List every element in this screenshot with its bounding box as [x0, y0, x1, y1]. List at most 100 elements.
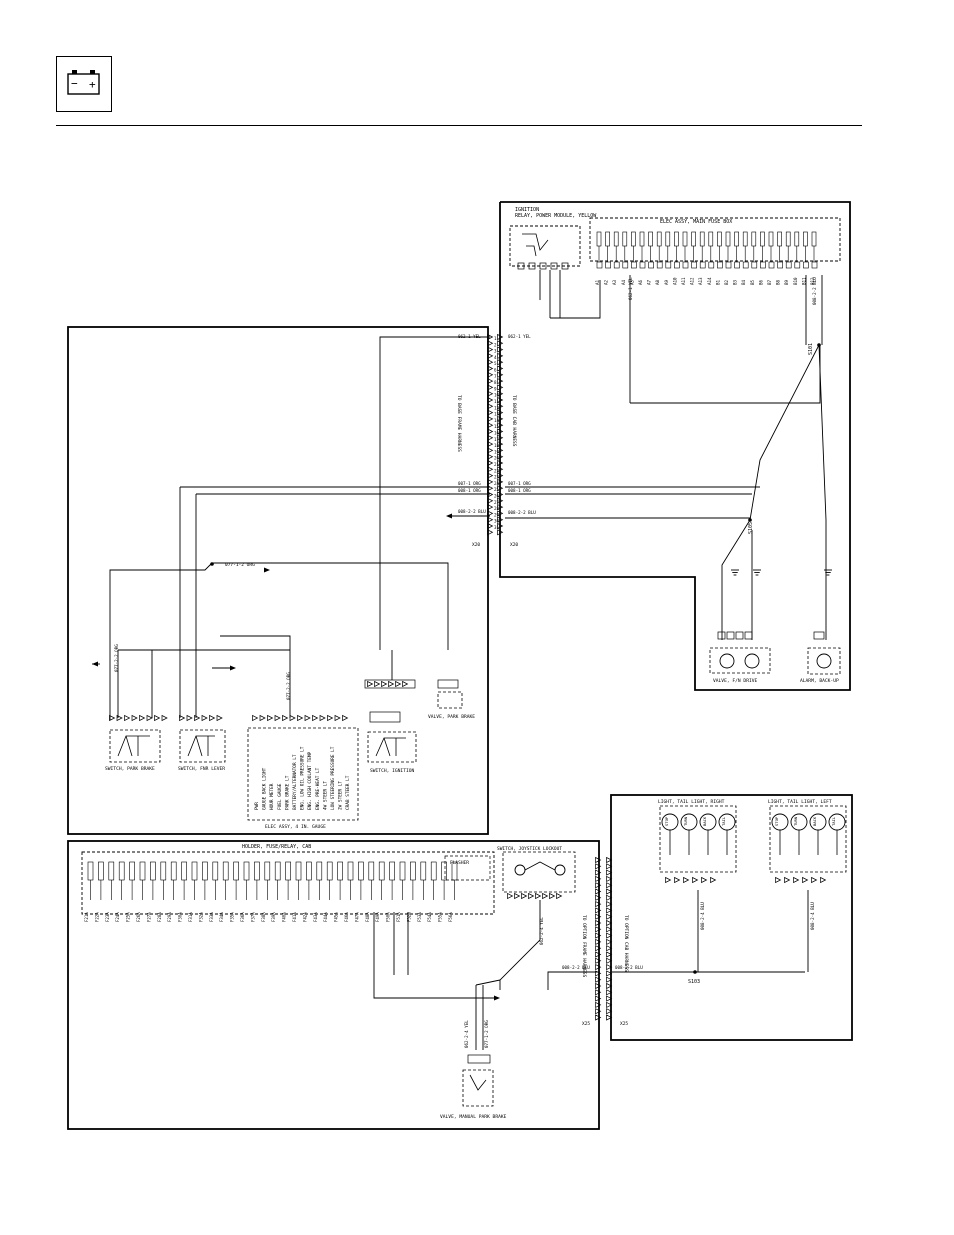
joystick-lockout-icon: [554, 864, 566, 876]
x20-cab-side-pin: [497, 522, 504, 530]
fuse-terminal: [656, 261, 663, 269]
park-brake-switch-pin: [154, 714, 161, 722]
fuse-terminal: [613, 261, 620, 269]
fuse-element: [751, 231, 757, 247]
wire: [475, 979, 501, 986]
x20-cab-side-pin: [497, 428, 504, 435]
relay-power-module-title: RELAY, POWER MODULE, YELLOW: [515, 213, 597, 219]
cab-fuse-terminal-label: F36A: [240, 912, 245, 922]
valve-fn-drive-label: VALVE, F/N DRIVE: [713, 678, 757, 684]
gauge-connector-pin: [312, 714, 319, 722]
joystick-connector-pin: [549, 892, 556, 900]
fnr-switch-pin: [201, 714, 208, 722]
fuse-terminal-label: A2: [604, 279, 609, 285]
x20-pin-number: 5: [494, 361, 497, 366]
park-brake-switch-pin: [131, 714, 138, 722]
wire-label: 077-2-2 ORG: [286, 672, 291, 700]
x20-frame-side-pin: [487, 409, 494, 416]
relay-terminal: [561, 262, 569, 270]
fuse-terminal-label: B8: [776, 279, 781, 285]
x20-cab-side-pin: [497, 371, 504, 378]
x25-label-right: X25: [620, 1021, 628, 1027]
fuse-terminal: [648, 261, 654, 269]
cab-fuse-terminal-label: F53A: [417, 912, 422, 922]
fuse-element: [760, 231, 765, 247]
gauge-connector-pin: [259, 714, 266, 722]
x20-cab-side-pin: [497, 403, 504, 410]
wire: [109, 562, 449, 720]
x25-option-pin: [606, 1001, 613, 1008]
x20-pin-number: 23: [494, 475, 500, 480]
cab-fuse-terminal-label: F35A: [230, 912, 235, 922]
x20-pin-number: 25: [494, 487, 500, 492]
x20-pin-number: 4: [494, 355, 497, 360]
x25-option-pin: [606, 970, 613, 977]
fuse-element: [682, 231, 688, 247]
x25-cab-pin: [595, 869, 602, 876]
valve-fn-connector-pin: [744, 631, 753, 640]
x20-pin-number: 2: [494, 342, 497, 347]
x20-frame-side-pin: [487, 516, 494, 523]
fuse-element: [622, 231, 628, 247]
x25-cab-pin: [595, 907, 602, 914]
fnr-switch-pin: [179, 714, 186, 722]
cab-fuse-terminal-label: F55A: [438, 912, 443, 922]
x20-cab-side-pin: [497, 459, 504, 467]
ignition-pin: [381, 680, 388, 688]
cab-fuse-element: [222, 861, 229, 881]
tail-light-connector-pin: [793, 876, 800, 884]
ignition-pin: [395, 680, 402, 688]
x20-pin-number: 26: [494, 494, 500, 499]
fuse-element: [631, 231, 636, 247]
x25-option-pin: [606, 882, 613, 889]
switch-ignition-label: SWITCH, IGNITION: [370, 768, 414, 774]
x25-cab-pin: [595, 995, 602, 1002]
wire-label: 062-2-4 YEL: [539, 917, 544, 945]
x20-frame-side-pin: [487, 378, 494, 385]
ignition-pin: [374, 680, 381, 688]
fuse-terminal: [639, 261, 646, 269]
wire-label: 008-2-2 BLU: [508, 510, 536, 515]
cab-fuse-element: [212, 861, 219, 881]
fuse-terminal: [751, 261, 758, 269]
option-harness-panel: [610, 794, 853, 1041]
splice-label-s101: S101: [808, 343, 814, 355]
fuse-terminal-label: B10: [793, 277, 798, 285]
fuse-element: [803, 231, 808, 247]
x20-pin-number: 9: [494, 386, 497, 391]
cab-harness-panel: [67, 840, 600, 1130]
alarm-connector: [813, 631, 825, 640]
x20-cab-side-pin: [497, 365, 504, 372]
park-brake-switch-pin: [146, 714, 153, 722]
gauge-connector-pin: [297, 714, 304, 722]
cab-fuse-element: [129, 861, 135, 881]
fuse-terminal: [742, 261, 749, 269]
switch-ignition: [367, 731, 417, 763]
splice-label-s105: S105: [748, 522, 754, 534]
cab-fuse-element: [441, 861, 447, 881]
joystick-switch-blade: [524, 861, 556, 871]
splice-label-s103: S103: [688, 979, 700, 985]
fuse-terminal-label: A8: [655, 279, 660, 285]
relay-terminal: [550, 262, 558, 270]
joystick-lockout-icon: [514, 864, 526, 876]
x20-pin-number: 12: [494, 405, 500, 410]
cab-fuse-terminal-label: F38A: [261, 912, 266, 922]
ignition-relay-blocks: [369, 711, 401, 723]
fnr-switch-pin: [194, 714, 201, 722]
x20-cab-side-pin: [497, 491, 504, 498]
fuse-element: [674, 231, 679, 247]
wire-arrow: [446, 513, 452, 519]
engine-harness-frame: [499, 201, 851, 691]
fuse-terminal: [768, 261, 775, 269]
cab-fuse-terminal-label: F33A: [209, 912, 214, 922]
cab-fuse-terminal-label: F30A: [178, 912, 183, 922]
cab-fuse-element: [295, 861, 302, 881]
x25-cab-pin: [595, 919, 602, 927]
x25-cab-pin: [595, 882, 602, 889]
valve-fn-solenoid: [744, 653, 760, 669]
x20-frame-side-pin: [487, 478, 494, 485]
fuse-terminal-label: B12: [810, 277, 815, 285]
cab-fuse-element: [306, 861, 312, 881]
cab-fuse-element: [233, 861, 239, 881]
